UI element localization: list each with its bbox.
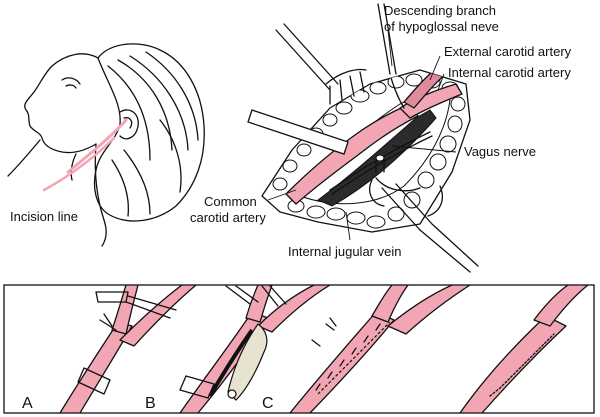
fat-lobules	[272, 73, 466, 229]
head-profile	[7, 43, 205, 247]
retractor-top	[275, 23, 367, 105]
panel-box	[3, 284, 595, 414]
label-common-carotid-1: Common	[204, 194, 257, 209]
panel-c-drawing	[289, 285, 471, 413]
panel-a-drawing	[59, 285, 197, 413]
label-internal-jugular: Internal jugular vein	[288, 244, 401, 259]
plaque-specimen	[227, 323, 268, 401]
surgical-field	[247, 3, 479, 273]
retractor-bottom	[369, 177, 479, 273]
retractor-left	[247, 109, 349, 155]
label-external-carotid: External carotid artery	[444, 44, 572, 59]
panel-label-a: A	[22, 395, 33, 412]
label-vagus-nerve: Vagus nerve	[464, 144, 536, 159]
label-incision-line: Incision line	[10, 209, 78, 224]
panel-d-drawing	[459, 285, 589, 413]
panel-b-drawing	[179, 285, 331, 413]
label-descending-branch-1: Descending branch	[384, 3, 496, 18]
label-internal-carotid: Internal carotid artery	[448, 65, 571, 80]
suture-line	[317, 321, 391, 395]
label-common-carotid-2: carotid artery	[190, 210, 266, 225]
panel-label-b: B	[145, 395, 156, 412]
label-descending-branch-2: of hypoglossal neve	[384, 19, 499, 34]
panel-label-c: C	[262, 395, 274, 412]
